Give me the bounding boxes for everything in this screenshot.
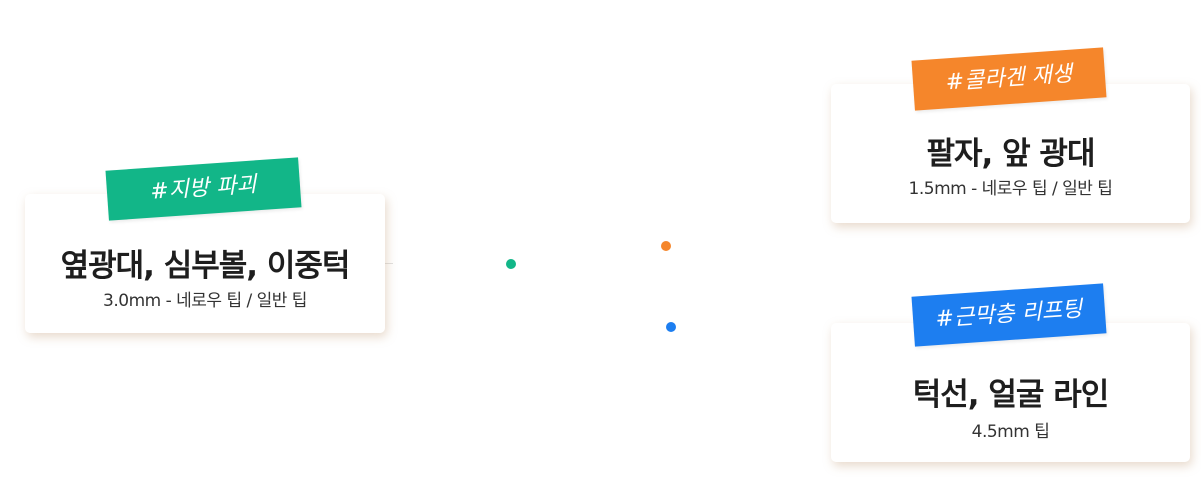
marker-dot-green [506, 259, 516, 269]
marker-dot-blue [666, 322, 676, 332]
card-subtitle: 4.5mm 팁 [971, 422, 1050, 442]
connector-line [385, 263, 393, 264]
card-fascia-lifting: 턱선, 얼굴 라인 4.5mm 팁 [831, 323, 1190, 462]
card-fat-destruction: 옆광대, 심부볼, 이중턱 3.0mm - 네로우 팁 / 일반 팁 [25, 194, 385, 333]
card-collagen-regeneration: 팔자, 앞 광대 1.5mm - 네로우 팁 / 일반 팁 [831, 84, 1190, 223]
card-title: 턱선, 얼굴 라인 [912, 377, 1109, 413]
marker-dot-orange [661, 241, 671, 251]
card-subtitle: 1.5mm - 네로우 팁 / 일반 팁 [908, 179, 1113, 199]
card-subtitle: 3.0mm - 네로우 팁 / 일반 팁 [103, 291, 307, 311]
card-title: 옆광대, 심부볼, 이중턱 [60, 248, 351, 284]
card-title: 팔자, 앞 광대 [926, 136, 1096, 172]
